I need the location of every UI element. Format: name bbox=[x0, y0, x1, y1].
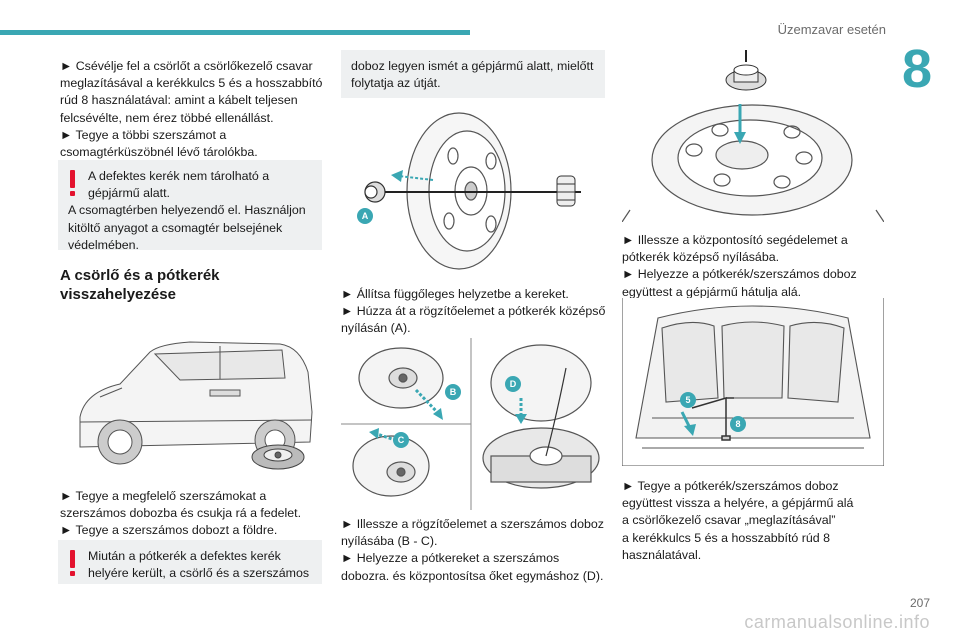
col3-paragraph-2: ► Tegye a pótkerék/szerszámos doboz együ… bbox=[622, 478, 892, 564]
text-line: rúd 8 használatával: amint a kábelt telj… bbox=[60, 93, 298, 108]
callout-c-label: C bbox=[398, 435, 405, 445]
text-line: ► Illessze a központosító segédelemet a bbox=[622, 233, 848, 247]
col1-paragraph-1: ► Csévélje fel a csörlőt a csörlőkezelő … bbox=[60, 58, 325, 161]
text-line: ► Tegye a szerszámos dobozt a földre. bbox=[60, 523, 278, 538]
warning-icon bbox=[70, 550, 76, 576]
text-line: ► Helyezze a pótkereket a szerszámos bbox=[341, 551, 560, 566]
figure-trunk-winch: 5 8 bbox=[621, 298, 885, 467]
text-line: helyére került, a csörlő és a szerszámos bbox=[88, 566, 310, 581]
text-line: a csörlőkezelő csavar „meglazításával” bbox=[622, 513, 836, 528]
callout-8-label: 8 bbox=[735, 419, 740, 429]
callout-5-label: 5 bbox=[685, 395, 690, 405]
warning-box-2: Miután a pótkerék a defektes kerék helyé… bbox=[58, 540, 322, 584]
text-line: Miután a pótkerék a defektes kerék bbox=[88, 549, 281, 563]
callout-a bbox=[357, 208, 373, 224]
callout-8 bbox=[730, 416, 746, 432]
text-line: gépjármű alatt. bbox=[88, 186, 170, 201]
text-line: ► Illessze a rögzítőelemet a szerszámos … bbox=[341, 517, 604, 531]
text-line: ► Húzza át a rögzítőelemet a pótkerék kö… bbox=[341, 304, 606, 319]
col2-paragraph-1: ► Állítsa függőleges helyzetbe a kereket… bbox=[341, 286, 611, 338]
callout-5 bbox=[680, 392, 696, 408]
callout-b bbox=[445, 384, 461, 400]
col3-paragraph-1: ► Illessze a központosító segédelemet a … bbox=[622, 232, 892, 301]
page-number: 207 bbox=[909, 596, 930, 610]
text-line: visszahelyezése bbox=[60, 286, 176, 303]
text-line: ► Tegye a megfelelő szerszámokat a bbox=[60, 489, 267, 503]
text-line: csomagtérküszöbnél lévő tárolókba. bbox=[60, 145, 258, 160]
text-line: használatával. bbox=[622, 547, 702, 562]
text-line: meglazításával a kerékkulcs 5 és a hossz… bbox=[60, 76, 323, 91]
chapter-number: 8 bbox=[901, 39, 932, 99]
text-line: ► Csévélje fel a csörlőt a csörlőkezelő … bbox=[60, 59, 313, 73]
car-illustration bbox=[60, 322, 322, 477]
text-line: védelmében. bbox=[68, 237, 139, 252]
text-line: ► Tegye a pótkerék/szerszámos doboz bbox=[622, 479, 839, 493]
text-line: A csörlő és a pótkerék bbox=[60, 267, 220, 284]
col1-paragraph-2: ► Tegye a megfelelő szerszámokat a szers… bbox=[60, 488, 325, 540]
text-line: felcsévélte, nem érez többé ellenállást. bbox=[60, 110, 274, 125]
text-line: ► Helyezze a pótkerék/szerszámos doboz bbox=[622, 267, 857, 282]
figure-centering-tool bbox=[621, 50, 885, 223]
callout-d-label: D bbox=[510, 379, 517, 389]
continued-box: doboz legyen ismét a gépjármű alatt, mie… bbox=[341, 50, 605, 98]
callout-b-label: B bbox=[450, 387, 457, 397]
callout-d bbox=[505, 376, 521, 392]
text-line: együttest a gépjármű hátulja alá. bbox=[622, 284, 802, 299]
text-line: kitöltő anyagot a csomagtér belsejének bbox=[68, 220, 283, 235]
text-line: A defektes kerék nem tárolható a bbox=[88, 169, 270, 183]
warning-icon bbox=[70, 170, 76, 196]
text-line: dobozra. és központosítsa őket egymáshoz… bbox=[341, 568, 604, 583]
text-line: szerszámos dobozba és csukja rá a fedele… bbox=[60, 506, 302, 521]
text-line: együttest vissza a helyére, a gépjármű a… bbox=[622, 496, 854, 511]
callout-c bbox=[393, 432, 409, 448]
text-line: A csomagtérben helyezendő el. Használjon bbox=[68, 203, 306, 218]
text-line: nyílásába (B - C). bbox=[341, 534, 438, 549]
col2-paragraph-2: ► Illessze a rögzítőelemet a szerszámos … bbox=[341, 516, 611, 585]
text-line: ► Állítsa függőleges helyzetbe a kereket… bbox=[341, 287, 569, 301]
text-line: folytatja az útját. bbox=[351, 76, 441, 91]
text-line: ► Tegye a többi szerszámot a bbox=[60, 127, 227, 142]
watermark: carmanualsonline.info bbox=[744, 612, 930, 632]
callout-a-label: A bbox=[362, 211, 369, 221]
warning-box-1: A defektes kerék nem tárolható a gépjárm… bbox=[58, 160, 322, 252]
section-subheading: A csörlő és a pótkerék visszahelyezése bbox=[60, 266, 320, 304]
figure-bcd-assembly: B C D bbox=[341, 338, 605, 510]
text-line: a kerékkulcs 5 és a hosszabbító rúd 8 bbox=[622, 530, 831, 545]
text-line: doboz legyen ismét a gépjármű alatt, mie… bbox=[351, 59, 594, 73]
figure-a-wheel: A bbox=[341, 106, 605, 272]
text-line: pótkerék középső nyílásába. bbox=[622, 250, 780, 265]
header-accent-bar bbox=[0, 30, 470, 35]
section-title: Üzemzavar esetén bbox=[777, 22, 886, 37]
text-line: nyílásán (A). bbox=[341, 321, 411, 336]
